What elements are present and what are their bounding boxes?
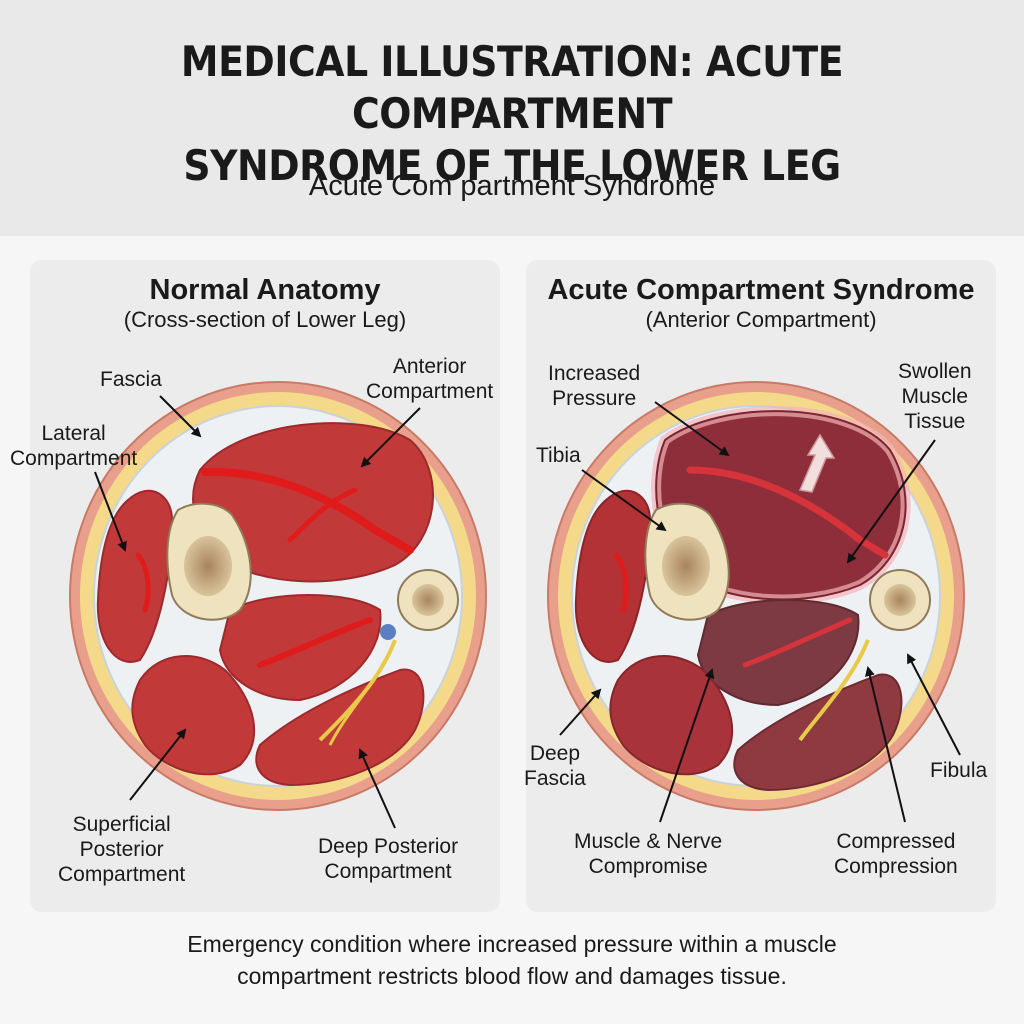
- left-leader-lines: [94, 395, 421, 829]
- syndrome-cross-section: [547, 381, 965, 811]
- superficial-posterior-muscle: [609, 655, 734, 776]
- tibia-marrow: [662, 536, 710, 596]
- nerve-branch: [328, 659, 387, 746]
- anterior-artery: [201, 467, 414, 554]
- label-fibula: Fibula: [930, 759, 988, 782]
- title-line-1: MEDICAL ILLUSTRATION: ACUTE COMPARTMENT: [180, 37, 844, 138]
- swelling-arrow-icon: [798, 433, 836, 493]
- right-leader-lines: [559, 401, 961, 823]
- syndrome-panel-subtitle: (Anterior Compartment): [645, 307, 877, 332]
- label-tibia: Tibia: [536, 444, 581, 467]
- anterior-artery-branch: [287, 487, 358, 543]
- syndrome-panel-title: Acute Compartment Syndrome: [547, 274, 975, 306]
- deep-artery: [742, 617, 853, 668]
- vein: [380, 624, 396, 640]
- compressed-nerve: [798, 639, 870, 742]
- page-subtitle: Acute Com partment Syndrome: [308, 170, 716, 202]
- label-fascia: Fascia: [100, 368, 162, 391]
- footer-line-2: compartment restricts blood flow and dam…: [237, 963, 787, 989]
- deep-artery: [257, 617, 373, 668]
- normal-panel-subtitle: (Cross-section of Lower Leg): [123, 307, 407, 332]
- normal-cross-section: [69, 381, 487, 811]
- fibula-marrow: [884, 584, 916, 616]
- superficial-posterior-muscle: [131, 655, 256, 776]
- header-band: [0, 0, 1024, 236]
- anterior-artery: [686, 466, 889, 559]
- lateral-vessel: [135, 552, 151, 613]
- lateral-muscle: [96, 489, 174, 663]
- page-title: MEDICAL ILLUSTRATION: ACUTE COMPARTMENT …: [51, 36, 973, 192]
- normal-panel-title: Normal Anatomy: [149, 274, 381, 306]
- footer-description: Emergency condition where increased pres…: [0, 928, 1024, 992]
- lateral-muscle: [574, 489, 652, 663]
- gastrocnemius-muscle: [733, 673, 903, 792]
- lateral-vessel: [613, 552, 629, 613]
- title-line-2: SYNDROME OF THE LOWER LEG: [183, 141, 841, 190]
- cross-section-illustration: [69, 381, 965, 829]
- fibula-marrow: [412, 584, 444, 616]
- tibia-marrow: [184, 536, 232, 596]
- footer-line-1: Emergency condition where increased pres…: [187, 931, 837, 957]
